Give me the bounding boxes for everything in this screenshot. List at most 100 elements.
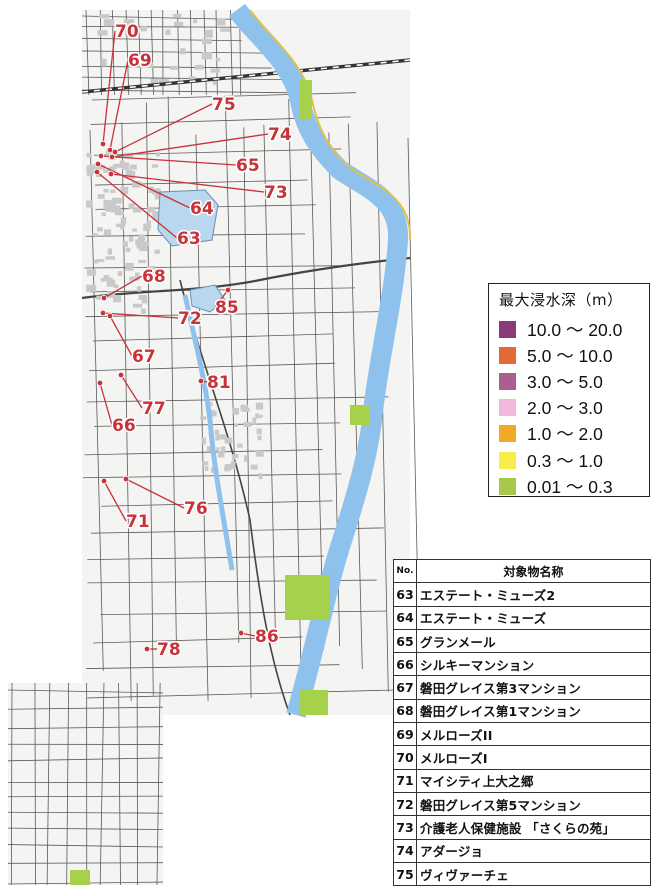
building	[240, 405, 247, 411]
building	[110, 190, 115, 193]
building	[216, 58, 221, 61]
row-facility-name: 磐田グレイス第3マンション	[417, 676, 651, 699]
row-facility-name: メルローズII	[417, 723, 651, 746]
legend-item: 0.01 ～ 0.3	[499, 473, 643, 499]
building	[195, 65, 204, 70]
building	[244, 422, 252, 427]
building	[237, 444, 242, 448]
building	[232, 408, 239, 415]
facility-label: 86	[255, 627, 279, 647]
building	[87, 153, 92, 157]
facility-point	[107, 313, 113, 319]
building	[234, 423, 238, 427]
building	[97, 30, 107, 35]
facility-label: 69	[128, 51, 152, 71]
facility-label: 64	[190, 199, 214, 219]
building	[230, 464, 235, 469]
row-facility-name: ヴィヴァーチェ	[417, 862, 651, 885]
building	[86, 285, 96, 292]
building	[107, 280, 116, 287]
building	[152, 164, 158, 167]
row-number: 71	[394, 769, 417, 792]
building	[126, 248, 131, 252]
legend-range: 3.0 ～ 5.0	[527, 369, 603, 394]
building	[137, 286, 141, 292]
building	[180, 48, 185, 54]
building	[259, 473, 263, 479]
row-number: 73	[394, 816, 417, 839]
legend-swatch	[499, 399, 516, 416]
building	[202, 39, 212, 44]
facility-point	[123, 476, 129, 482]
legend-range: 5.0 ～ 10.0	[527, 343, 613, 368]
row-number: 70	[394, 746, 417, 769]
facility-point	[98, 153, 104, 159]
row-facility-name: 介護老人保健施設 「さくらの苑」	[417, 816, 651, 839]
building	[93, 260, 98, 263]
building	[104, 229, 111, 235]
facility-point	[97, 380, 103, 386]
building	[125, 263, 133, 271]
legend-item: 10.0 ～ 20.0	[499, 316, 643, 342]
row-number: 68	[394, 699, 417, 722]
facility-point	[94, 169, 100, 175]
building	[135, 239, 144, 245]
legend-item: 0.3 ～ 1.0	[499, 447, 643, 473]
building	[205, 466, 208, 471]
building	[154, 250, 159, 254]
facility-point	[108, 171, 114, 177]
facility-label: 65	[236, 156, 260, 176]
building	[225, 438, 233, 444]
table-header-name: 対象物名称	[417, 560, 651, 583]
building	[211, 68, 220, 72]
legend-item: 5.0 ～ 10.0	[499, 342, 643, 368]
building	[92, 233, 97, 236]
row-number: 63	[394, 583, 417, 606]
facility-point	[100, 310, 106, 316]
table-header-no: No.	[394, 560, 417, 583]
legend-range: 10.0 ～ 20.0	[527, 317, 622, 342]
building	[106, 256, 116, 259]
facility-label: 85	[215, 298, 239, 318]
building	[112, 198, 122, 204]
facility-label: 72	[178, 309, 202, 329]
legend-swatch	[499, 478, 516, 495]
legend-swatch	[499, 373, 516, 390]
building	[202, 52, 213, 59]
building	[251, 465, 258, 470]
facility-point	[100, 141, 106, 147]
facility-label: 77	[142, 399, 166, 419]
building	[201, 438, 205, 445]
building	[203, 461, 208, 465]
building	[156, 152, 160, 156]
building	[86, 165, 94, 173]
building	[174, 22, 183, 27]
building	[130, 165, 137, 170]
facility-point	[101, 295, 107, 301]
building	[102, 212, 106, 216]
row-number: 67	[394, 676, 417, 699]
building	[256, 403, 263, 410]
building	[117, 211, 122, 216]
row-number: 72	[394, 792, 417, 815]
building	[224, 466, 229, 471]
facility-point	[118, 372, 124, 378]
building	[193, 19, 197, 23]
building	[141, 309, 146, 314]
building	[258, 435, 262, 440]
row-number: 64	[394, 606, 417, 629]
facility-label: 73	[264, 183, 288, 203]
legend-range: 1.0 ～ 2.0	[527, 421, 603, 446]
building	[103, 170, 109, 173]
facility-label: 63	[177, 229, 201, 249]
building	[139, 295, 147, 300]
building	[108, 248, 112, 254]
facility-label: 71	[126, 512, 150, 532]
building	[215, 436, 219, 441]
